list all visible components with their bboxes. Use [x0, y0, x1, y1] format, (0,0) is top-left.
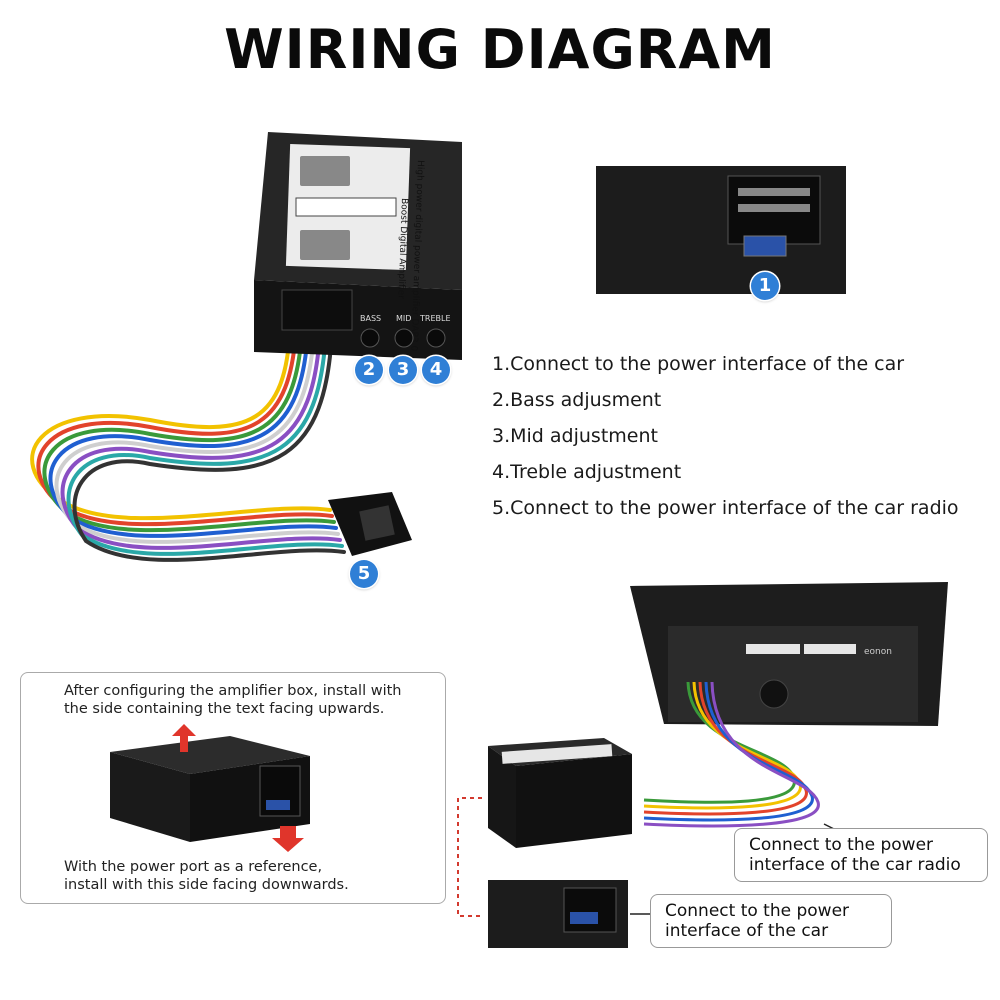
steps-list: 1.Connect to the power interface of the …: [492, 346, 992, 526]
knob-label-bass: BASS: [360, 314, 381, 323]
install-note-bottom-line-2: install with this side facing downwards.: [64, 877, 349, 893]
power-box-small: [488, 880, 628, 948]
amplifier-harness-illustration: High power digital power amplifier DAP3.…: [30, 132, 462, 562]
badge-1: 1: [751, 272, 779, 300]
callout-car: Connect to the power interface of the ca…: [650, 894, 892, 948]
badge-5: 5: [350, 560, 378, 588]
amplifier-orientation-illustration: [110, 724, 310, 852]
dashed-connection-line: [457, 797, 482, 917]
wire-bundle: [30, 328, 346, 562]
install-note-bottom-line-1: With the power port as a reference,: [64, 859, 323, 875]
arrow-down-icon: [272, 826, 304, 852]
badge-2: 2: [355, 356, 383, 384]
amp-label-model: Boost Digital Amplifier: [395, 198, 409, 299]
step-4: 4.Treble adjustment: [492, 461, 682, 483]
callout-car-line-1: Connect to the power: [665, 901, 850, 921]
amplifier-small: [488, 738, 632, 848]
callout-radio: Connect to the power interface of the ca…: [734, 828, 988, 882]
callout-radio-line-1: Connect to the power: [749, 835, 934, 855]
knob-label-treble: TREBLE: [419, 314, 451, 323]
page-title: WIRING DIAGRAM: [224, 18, 776, 81]
install-note-bottom: With the power port as a reference, inst…: [64, 858, 349, 894]
step-5: 5.Connect to the power interface of the …: [492, 497, 959, 519]
power-interface-box: [596, 166, 846, 294]
install-note-top-line-2: the side containing the text facing upwa…: [64, 701, 385, 717]
step-1: 1.Connect to the power interface of the …: [492, 353, 905, 375]
assembly-wires: [643, 681, 820, 828]
install-note-top: After configuring the amplifier box, ins…: [64, 682, 402, 718]
amplifier-box: High power digital power amplifier DAP3.…: [254, 132, 462, 360]
install-note-top-line-1: After configuring the amplifier box, ins…: [64, 683, 402, 699]
installation-assembly-illustration: eonon: [457, 582, 948, 948]
step-2: 2.Bass adjusment: [492, 389, 662, 411]
callout-car-line-2: interface of the car: [665, 921, 829, 941]
knob-label-mid: MID: [396, 314, 411, 323]
callout-radio-line-2: interface of the car radio: [749, 855, 961, 875]
badge-4: 4: [422, 356, 450, 384]
arrow-up-icon: [172, 724, 196, 752]
radio-plug: [328, 492, 412, 556]
car-radio-back: eonon: [630, 582, 948, 726]
radio-brand-text: eonon: [864, 647, 892, 657]
badge-3: 3: [389, 356, 417, 384]
step-3: 3.Mid adjustment: [492, 425, 658, 447]
